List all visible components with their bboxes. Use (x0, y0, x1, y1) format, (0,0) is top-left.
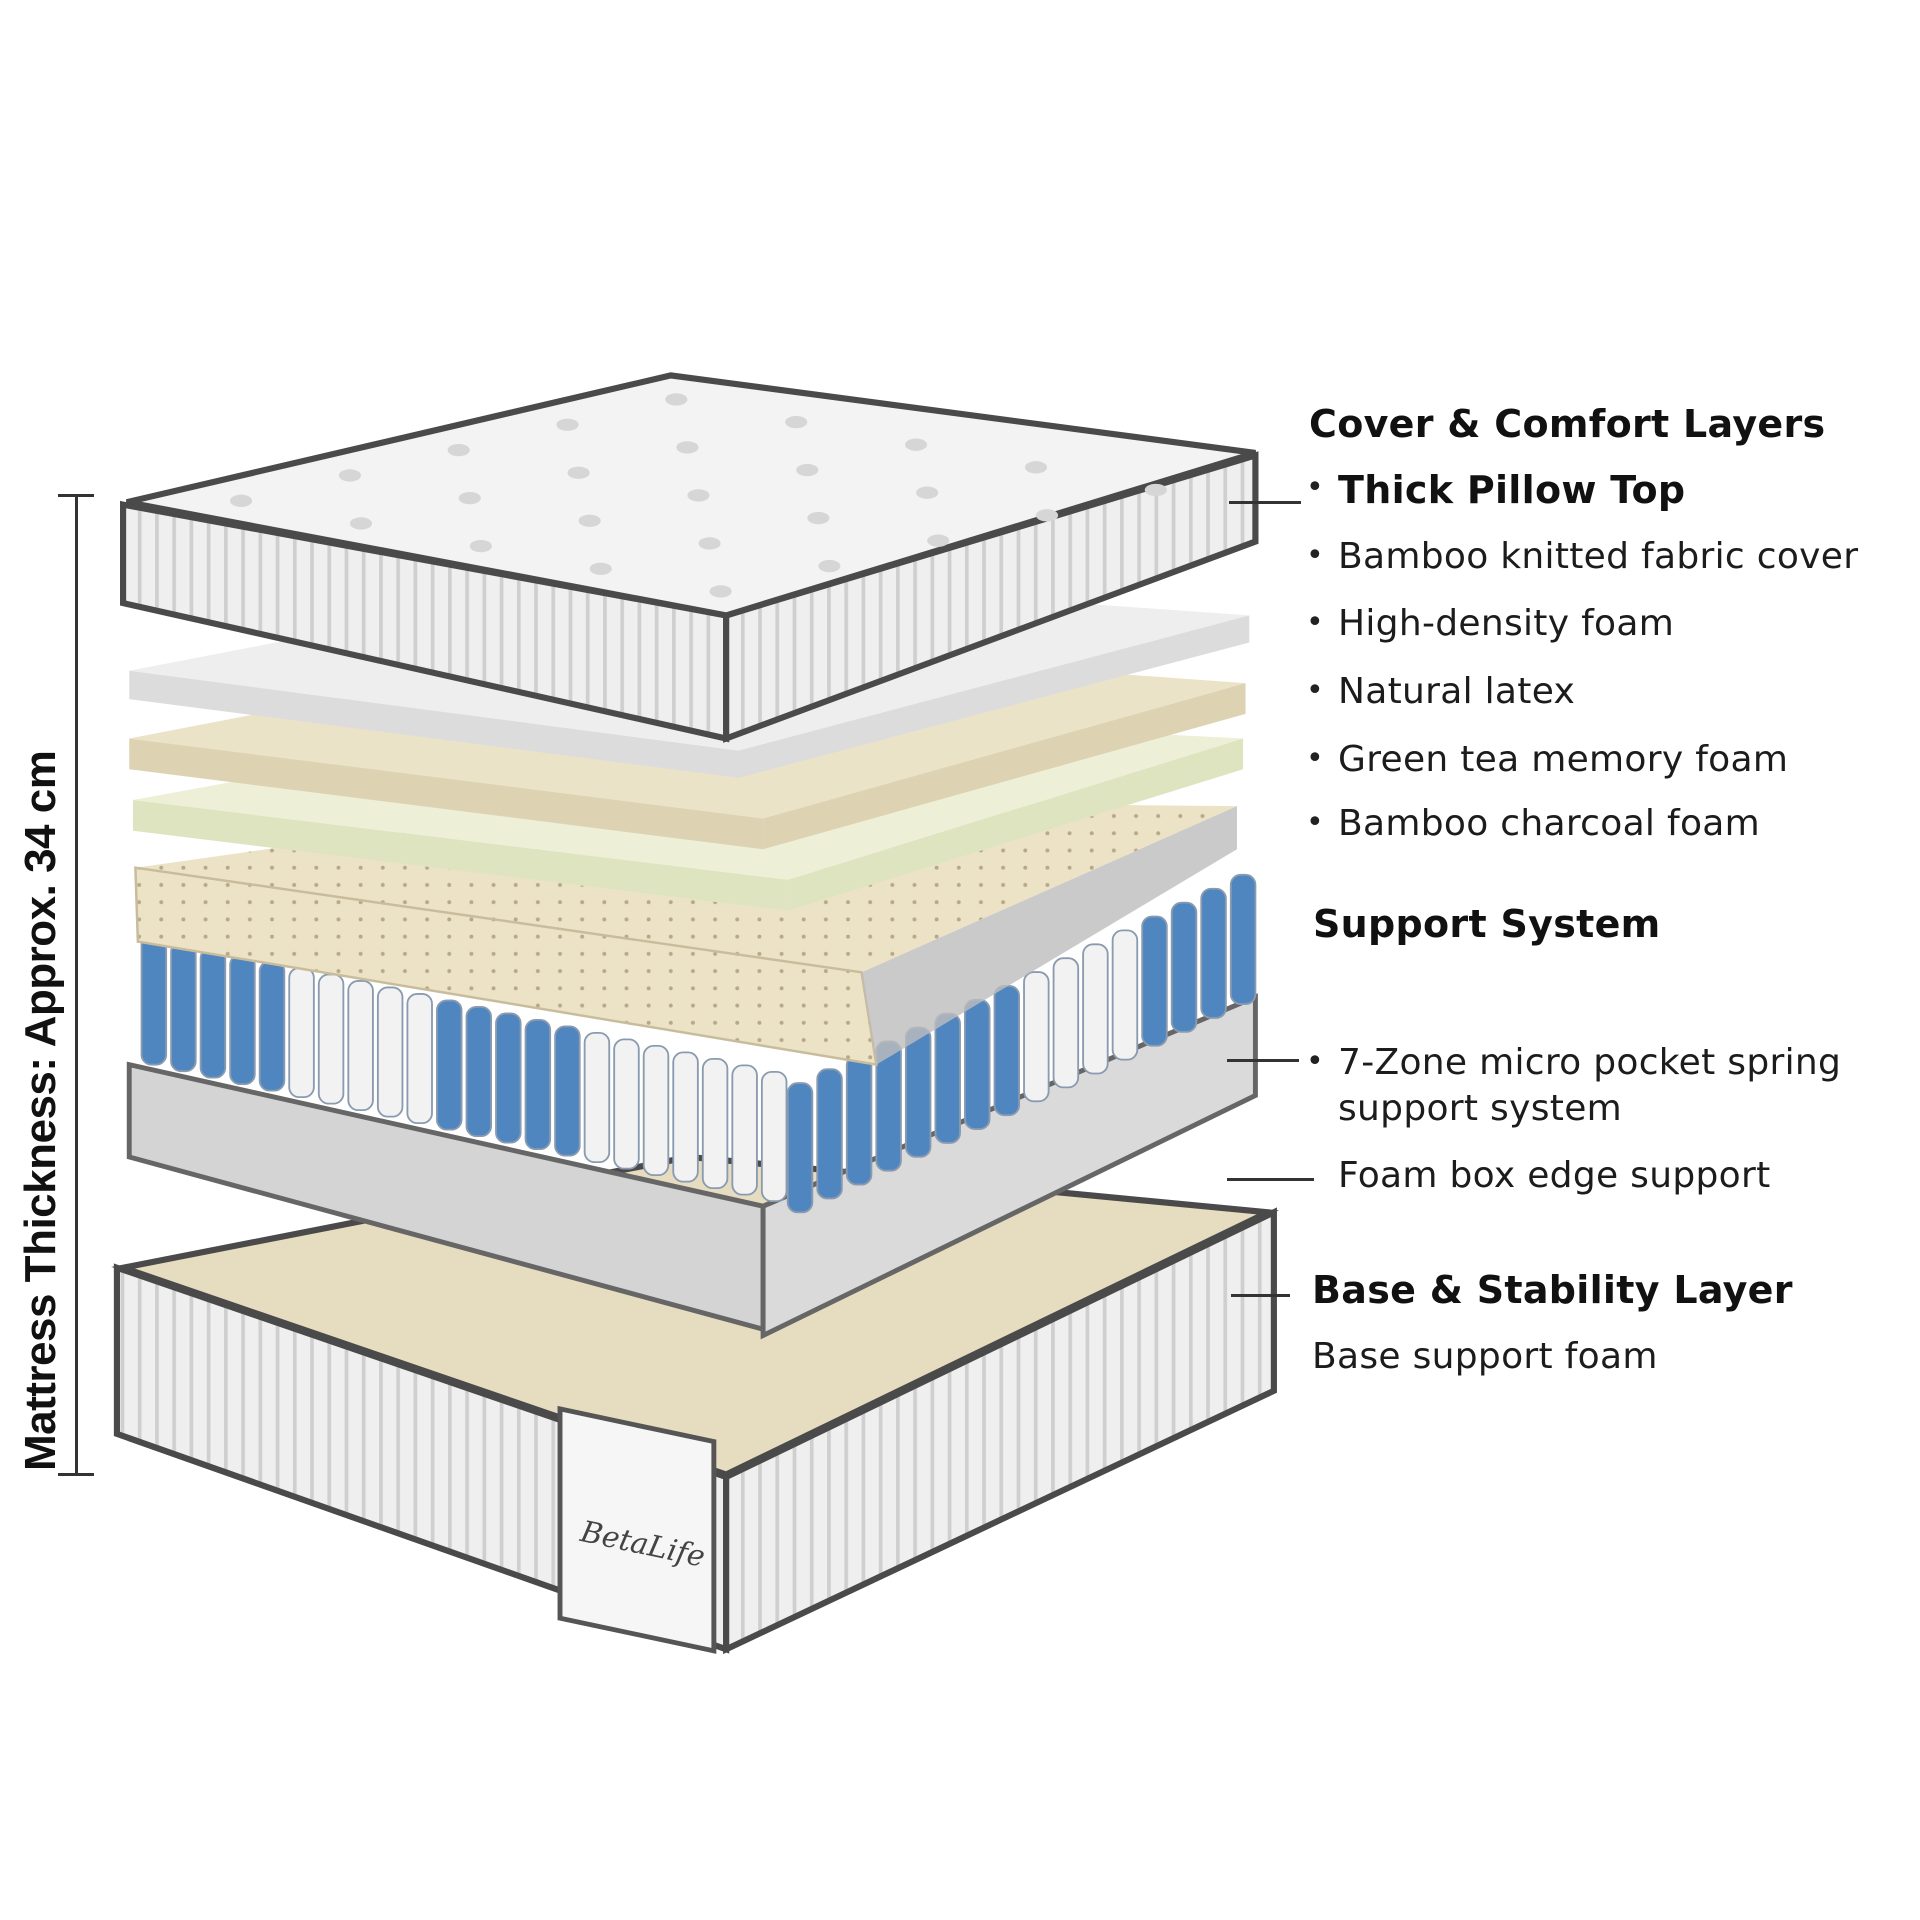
tuft (687, 489, 710, 502)
tuft (458, 491, 481, 505)
pocket-spring (406, 992, 433, 1125)
tuft (338, 469, 361, 482)
bullet: • (1306, 741, 1324, 776)
item-bamboo-charcoal-foam: Bamboo charcoal foam (1338, 803, 1761, 844)
pocket-spring (347, 979, 374, 1112)
pocket-spring (701, 1057, 729, 1190)
pocket-spring (934, 1012, 961, 1144)
pocket-spring (731, 1064, 758, 1196)
item-bamboo-fabric-cover: Bamboo knitted fabric cover (1338, 536, 1859, 577)
pocket-spring (1170, 901, 1198, 1033)
pocket-spring (317, 973, 345, 1105)
pocket-spring (1023, 971, 1050, 1103)
tuft (578, 514, 601, 527)
pocket-spring (376, 986, 404, 1118)
pocket-spring (904, 1026, 932, 1158)
pocket-spring (1052, 957, 1080, 1089)
thickness-bracket (75, 495, 78, 1475)
bullet: • (1306, 605, 1324, 640)
pocket-spring (993, 984, 1021, 1117)
tuft (905, 438, 928, 451)
pocket-spring (642, 1044, 670, 1177)
tuft (698, 537, 721, 550)
bullet: • (1306, 1044, 1324, 1079)
pocket-spring (170, 940, 197, 1073)
bullet: • (1306, 470, 1324, 505)
tuft (927, 534, 950, 547)
pocket-spring (964, 998, 991, 1130)
item-foam-box-edge: Foam box edge support (1338, 1155, 1771, 1196)
item-thick-pillow-top: Thick Pillow Top (1338, 468, 1686, 512)
thickness-bracket-bottom (58, 1473, 94, 1476)
thick-pillow-top-layer (120, 372, 1259, 743)
pocket-spring (816, 1068, 843, 1200)
thickness-label: Mattress Thickness: Approx. 34 cm (16, 750, 65, 1471)
tuft (796, 463, 819, 477)
heading-cover-comfort: Cover & Comfort Layers (1309, 402, 1826, 446)
pocket-spring (613, 1038, 640, 1170)
pocket-spring (672, 1051, 699, 1183)
tuft (589, 562, 612, 575)
tuft (567, 466, 590, 479)
pocket-spring (786, 1082, 814, 1214)
pocket-spring (140, 934, 168, 1066)
bullet: • (1306, 673, 1324, 708)
tuft (1024, 461, 1048, 474)
pocket-spring (465, 1005, 493, 1138)
pocket-spring (258, 960, 286, 1092)
pocket-spring (1111, 929, 1139, 1061)
heading-base-stability: Base & Stability Layer (1312, 1268, 1793, 1312)
pocket-spring (554, 1025, 581, 1157)
tuft (807, 511, 830, 525)
pocket-spring (436, 999, 463, 1131)
pocket-spring (524, 1018, 552, 1151)
leader-line-base (1231, 1294, 1290, 1297)
item-pocket-spring-line2: support system (1338, 1088, 1623, 1129)
pocket-spring (1229, 873, 1257, 1006)
pocket-spring (1082, 943, 1109, 1075)
item-high-density-foam: High-density foam (1338, 603, 1675, 644)
tuft (1144, 483, 1167, 497)
pocket-spring (760, 1070, 788, 1203)
tuft (447, 443, 470, 457)
thickness-bracket-top (58, 494, 94, 497)
tuft (709, 585, 732, 598)
tuft (665, 393, 688, 406)
bullet: • (1306, 538, 1324, 573)
pocket-spring (583, 1031, 611, 1164)
pocket-spring (288, 966, 315, 1099)
pocket-spring (495, 1012, 522, 1144)
tuft (469, 539, 492, 553)
item-natural-latex: Natural latex (1338, 671, 1576, 712)
pocket-spring (1141, 915, 1168, 1047)
heading-support-system: Support System (1313, 902, 1661, 946)
tuft (1035, 509, 1059, 522)
tuft (230, 494, 253, 507)
leader-line-pillow-top (1229, 501, 1301, 504)
tuft (349, 517, 373, 530)
tuft (916, 486, 939, 499)
pocket-spring (229, 953, 256, 1086)
pocket-spring (199, 947, 227, 1079)
leader-line-box-edge (1227, 1178, 1314, 1181)
item-pocket-spring: 7-Zone micro pocket spring (1338, 1042, 1842, 1083)
pocket-spring (845, 1054, 873, 1186)
bullet: • (1306, 805, 1324, 840)
foam-box-edge-layer (126, 993, 1258, 1340)
tuft (556, 418, 579, 431)
item-base-support-foam: Base support foam (1312, 1336, 1658, 1377)
tuft (818, 559, 841, 573)
leader-line-springs (1227, 1059, 1299, 1062)
pocket-spring (1200, 887, 1227, 1019)
item-green-tea-foam: Green tea memory foam (1338, 739, 1789, 780)
tuft (676, 441, 699, 454)
pocket-spring-system (140, 873, 1257, 1214)
tuft (785, 415, 808, 429)
